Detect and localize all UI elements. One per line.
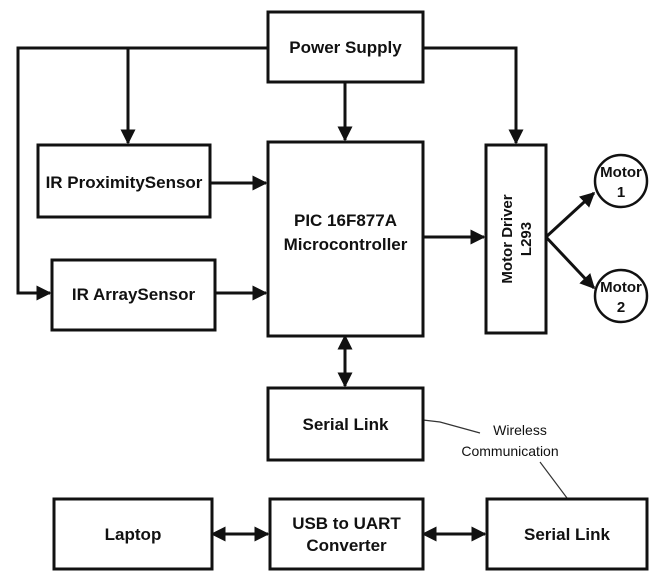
motor-1-label-line2: 1 bbox=[617, 184, 625, 201]
motor-1-label-line1: Motor bbox=[600, 164, 642, 181]
laptop-block: Laptop bbox=[52, 497, 214, 571]
serial-link-bottom-block: Serial Link bbox=[485, 497, 649, 571]
ir-array-sensor-label: IR ArraySensor bbox=[72, 285, 196, 304]
motor-driver-block: Motor Driver L293 bbox=[484, 143, 548, 335]
power-supply-label: Power Supply bbox=[289, 38, 402, 57]
serial-link-top-block: Serial Link bbox=[266, 386, 425, 462]
wireless-leader-bottom bbox=[539, 461, 568, 499]
power-to-ir-array-wire bbox=[16, 46, 268, 301]
microcontroller-block: PIC 16F877A Microcontroller bbox=[266, 140, 425, 338]
motor-driver-label-line2: L293 bbox=[518, 222, 535, 256]
ir-array-sensor-block: IR ArraySensor bbox=[50, 258, 217, 332]
usb-uart-label-line1: USB to UART bbox=[292, 514, 401, 533]
ir-proximity-sensor-block: IR ProximitySensor bbox=[36, 143, 212, 219]
power-to-driver-wire bbox=[424, 46, 524, 145]
usb-uart-converter-block: USB to UART Converter bbox=[268, 497, 425, 571]
serial-link-top-label: Serial Link bbox=[303, 415, 390, 434]
motor-2-block: Motor 2 bbox=[593, 268, 649, 324]
power-supply-block: Power Supply bbox=[266, 10, 425, 84]
motor-driver-label-line1: Motor Driver bbox=[499, 194, 516, 283]
microcontroller-label-line2: Microcontroller bbox=[284, 235, 408, 254]
ir-proximity-sensor-label: IR ProximitySensor bbox=[46, 173, 203, 192]
driver-to-motor2-wire bbox=[544, 235, 596, 290]
microcontroller-label-line1: PIC 16F877A bbox=[294, 211, 397, 230]
wireless-label-line1: Wireless bbox=[493, 422, 547, 438]
driver-to-motor1-wire bbox=[544, 191, 596, 239]
wireless-label-line2: Communication bbox=[461, 443, 558, 459]
wireless-leader-top bbox=[422, 419, 481, 434]
motor-2-label-line2: 2 bbox=[617, 299, 625, 316]
power-wires bbox=[16, 46, 524, 301]
laptop-label: Laptop bbox=[105, 525, 162, 544]
motor-1-block: Motor 1 bbox=[593, 153, 649, 209]
usb-uart-label-line2: Converter bbox=[306, 536, 387, 555]
motor-2-label-line1: Motor bbox=[600, 279, 642, 296]
serial-link-bottom-label: Serial Link bbox=[524, 525, 611, 544]
